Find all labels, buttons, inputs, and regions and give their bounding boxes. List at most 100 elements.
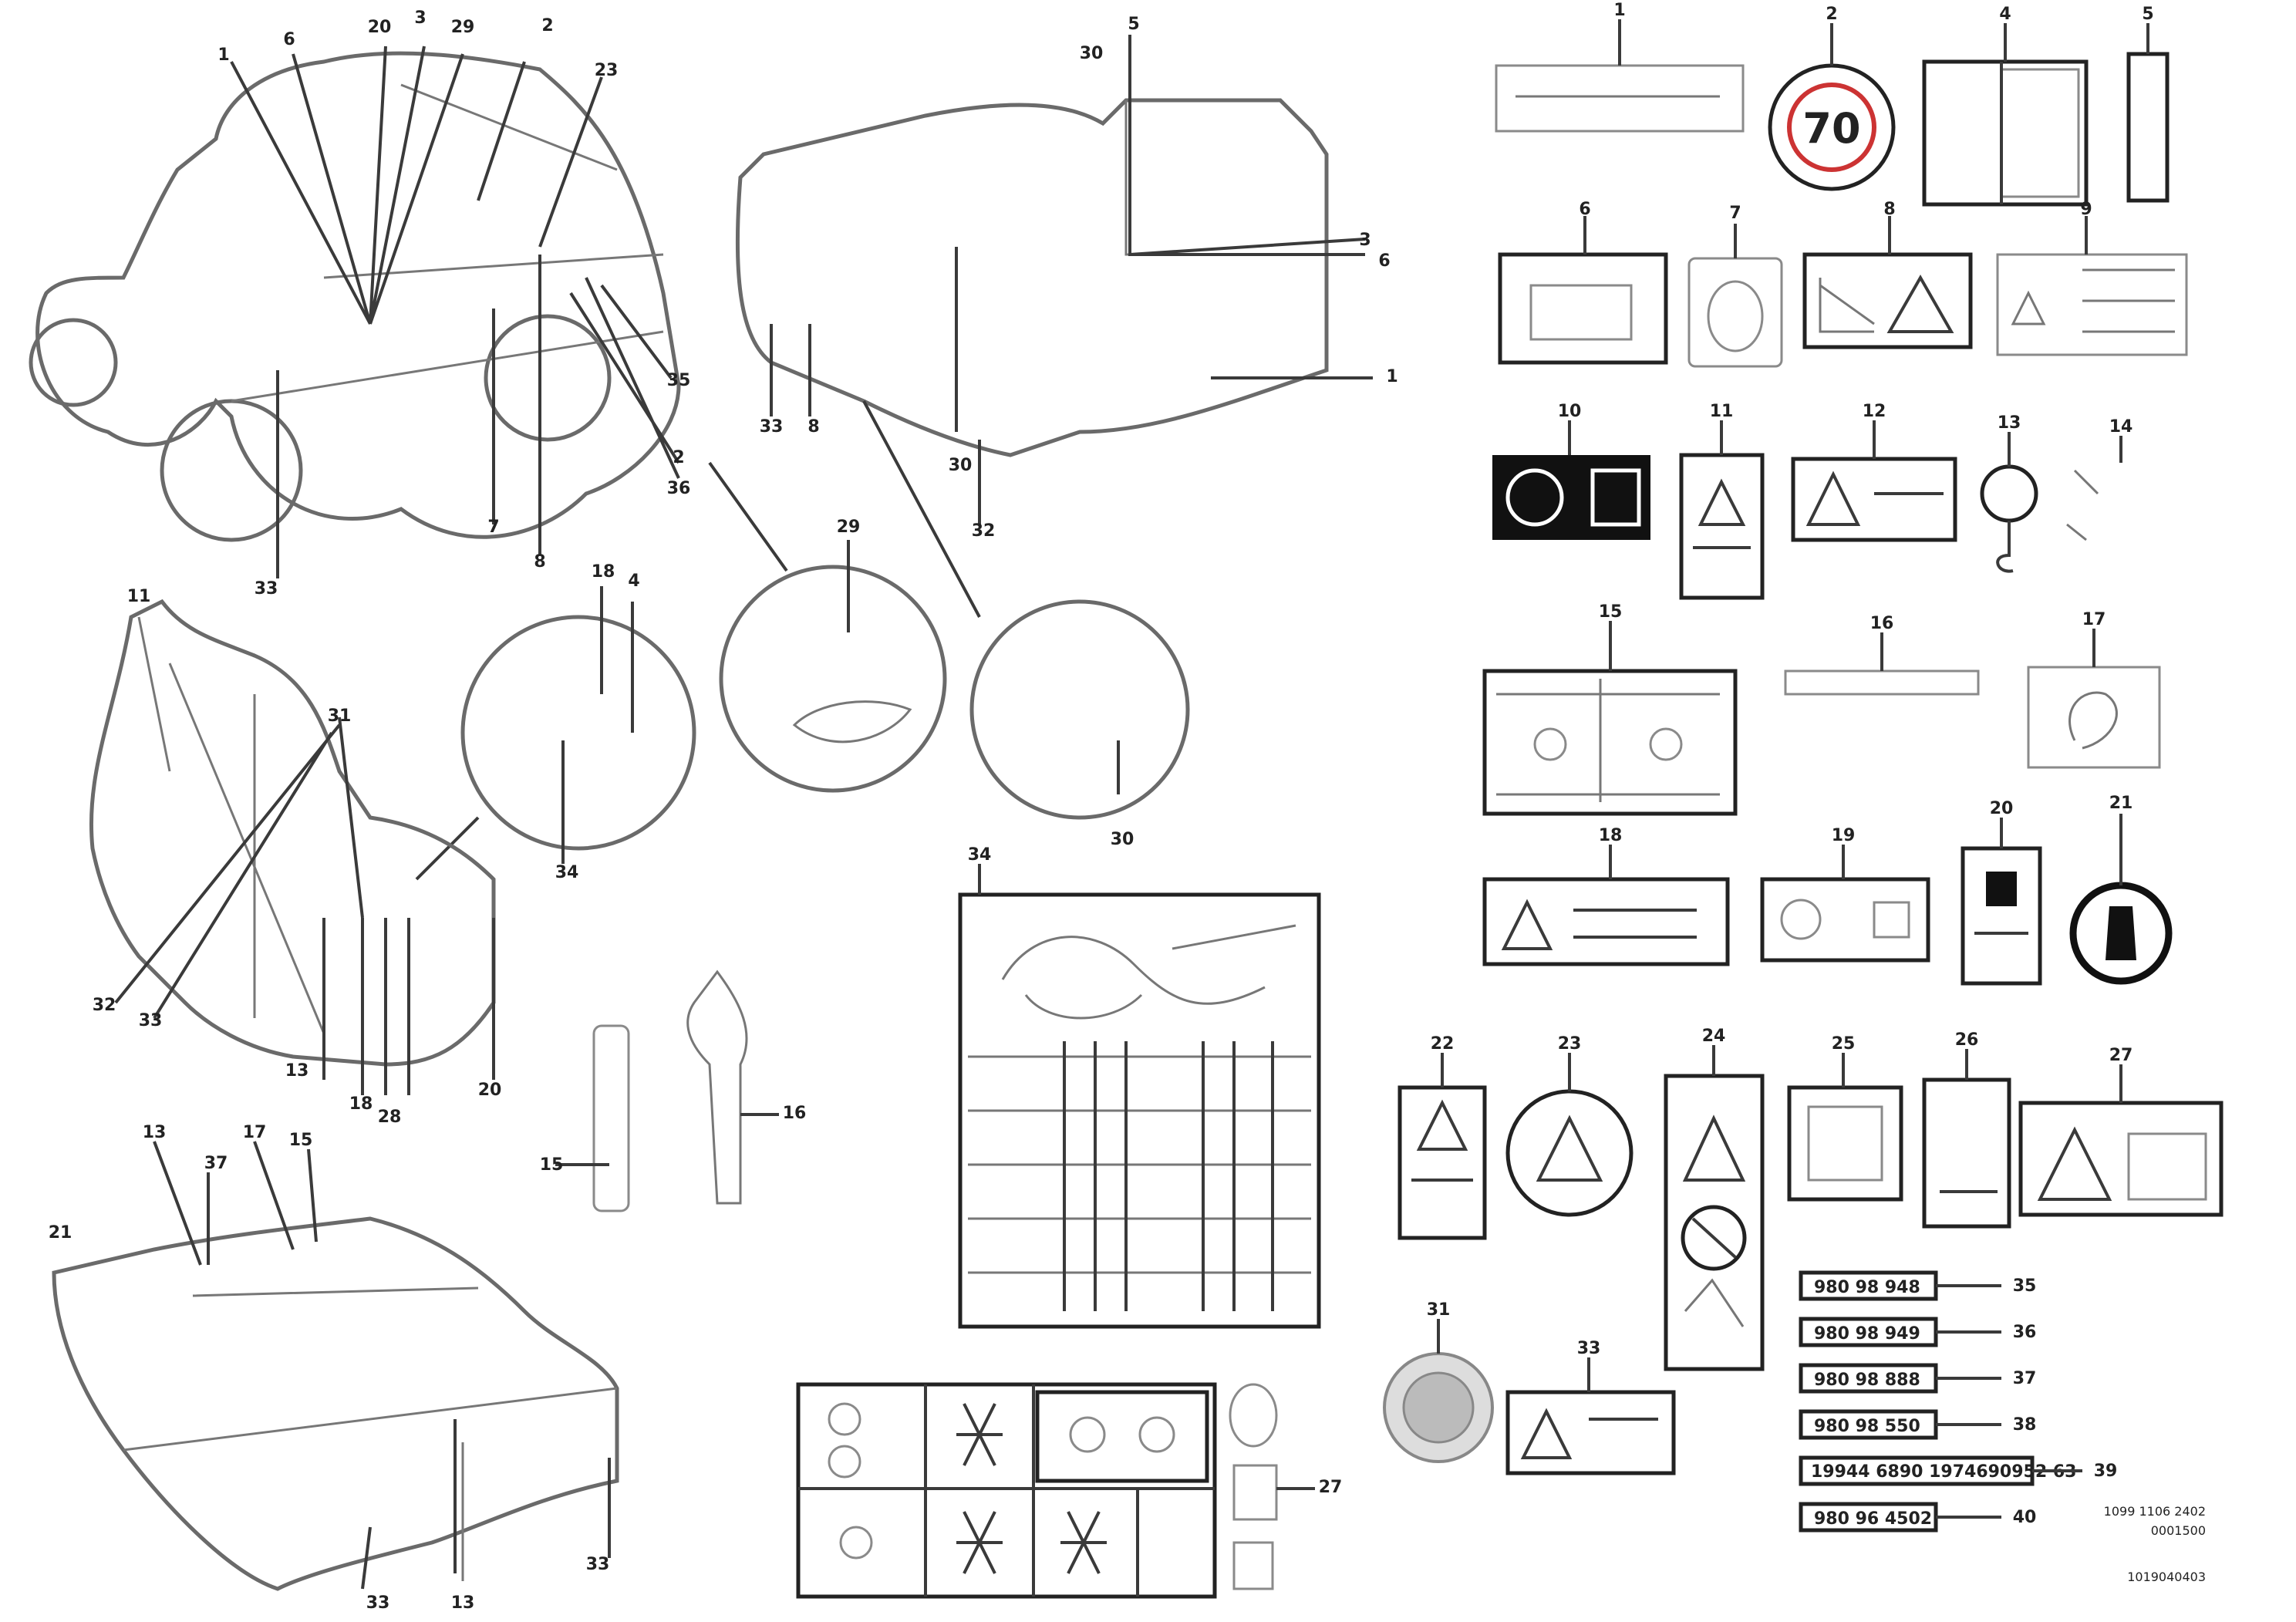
machine-view-top-left: 1 6 20 3 29 2 23 33 7 8 35 2 36 xyxy=(29,8,691,599)
svg-text:16: 16 xyxy=(783,1104,807,1123)
decal-31-round: 31 xyxy=(1383,1300,1494,1463)
svg-text:70: 70 xyxy=(1802,104,1860,153)
svg-text:4: 4 xyxy=(628,572,639,591)
svg-text:15: 15 xyxy=(1599,602,1623,622)
svg-text:9: 9 xyxy=(2080,200,2092,219)
decal-7: 7 xyxy=(1687,204,1783,368)
svg-text:23: 23 xyxy=(1558,1034,1582,1054)
svg-text:980 96 4502: 980 96 4502 xyxy=(1814,1509,1932,1529)
svg-text:5: 5 xyxy=(1128,15,1139,34)
decal-22: 22 xyxy=(1397,1034,1487,1240)
svg-text:37: 37 xyxy=(204,1154,228,1173)
decal-4: 4 xyxy=(1922,5,2089,207)
svg-text:33: 33 xyxy=(1577,1339,1601,1358)
svg-text:13: 13 xyxy=(1998,413,2021,433)
svg-text:7: 7 xyxy=(487,518,499,537)
svg-text:8: 8 xyxy=(807,417,819,437)
svg-text:40: 40 xyxy=(2013,1508,2037,1527)
svg-text:31: 31 xyxy=(328,706,352,726)
decal-9: 9 xyxy=(1996,200,2188,356)
part-row: 980 98 948 35 xyxy=(1799,1270,2037,1301)
svg-text:15: 15 xyxy=(540,1155,564,1175)
drawing-footer: 1099 1106 2402 0001500 1019040403 xyxy=(2104,1504,2206,1584)
svg-text:26: 26 xyxy=(1955,1030,1979,1050)
svg-text:33: 33 xyxy=(255,579,278,599)
svg-text:13: 13 xyxy=(143,1123,167,1142)
decal-13: 13 xyxy=(1980,413,2038,573)
svg-text:6: 6 xyxy=(283,30,295,49)
decal-catalog: 1 70 2 4 5 6 xyxy=(1383,1,2224,1475)
loose-parts: 15 16 xyxy=(540,969,807,1212)
decal-33: 33 xyxy=(1505,1339,1676,1475)
svg-text:30: 30 xyxy=(1111,830,1135,849)
decal-25: 25 xyxy=(1787,1034,1903,1202)
svg-text:2: 2 xyxy=(673,448,684,467)
svg-text:8: 8 xyxy=(1883,200,1895,219)
svg-text:980 98 949: 980 98 949 xyxy=(1814,1324,1920,1344)
decal-5: 5 xyxy=(2126,5,2170,203)
svg-text:39: 39 xyxy=(2094,1462,2118,1481)
svg-text:20: 20 xyxy=(478,1081,502,1100)
svg-text:34: 34 xyxy=(968,845,992,865)
svg-text:33: 33 xyxy=(139,1011,163,1030)
svg-text:7: 7 xyxy=(1729,204,1741,223)
svg-text:14: 14 xyxy=(2109,417,2133,437)
svg-text:24: 24 xyxy=(1702,1027,1726,1046)
decal-14: 14 xyxy=(2066,417,2133,541)
svg-text:980 98 948: 980 98 948 xyxy=(1814,1278,1920,1297)
detail-circles: 18 4 34 29 30 xyxy=(415,400,1190,882)
decal-27: 27 xyxy=(2018,1046,2224,1217)
decal-1: 1 xyxy=(1495,1,1745,133)
svg-text:27: 27 xyxy=(2109,1046,2133,1065)
svg-text:15: 15 xyxy=(289,1131,313,1150)
svg-text:36: 36 xyxy=(2013,1323,2037,1342)
svg-text:980 98 550: 980 98 550 xyxy=(1814,1417,1920,1436)
svg-text:16: 16 xyxy=(1870,614,1894,633)
decal-20: 20 xyxy=(1961,799,2042,986)
svg-text:2: 2 xyxy=(541,16,553,35)
svg-text:20: 20 xyxy=(368,18,392,37)
svg-text:22: 22 xyxy=(1431,1034,1455,1054)
svg-text:21: 21 xyxy=(2109,794,2133,813)
svg-text:37: 37 xyxy=(2013,1369,2037,1388)
decal-11: 11 xyxy=(1679,402,1765,600)
svg-text:36: 36 xyxy=(667,479,691,498)
svg-text:33: 33 xyxy=(760,417,784,437)
decal-2-speed: 70 2 xyxy=(1768,5,1896,191)
decal-26: 26 xyxy=(1922,1030,2011,1229)
svg-text:30: 30 xyxy=(1080,44,1104,63)
decal-6: 6 xyxy=(1498,200,1668,365)
svg-text:35: 35 xyxy=(2013,1276,2037,1296)
svg-text:0001500: 0001500 xyxy=(2151,1523,2206,1538)
svg-text:18: 18 xyxy=(1599,826,1623,845)
svg-text:17: 17 xyxy=(243,1123,267,1142)
part-number-list: 980 98 948 35 980 98 949 36 980 98 888 3… xyxy=(1799,1270,2118,1533)
part-row: 980 98 550 38 xyxy=(1799,1409,2036,1440)
part-row: 19944 6890 1974690952 63 39 xyxy=(1799,1455,2118,1486)
svg-text:35: 35 xyxy=(667,371,691,390)
svg-text:1: 1 xyxy=(217,46,229,65)
decal-16-strip: 16 xyxy=(1784,614,1980,696)
svg-text:11: 11 xyxy=(1710,402,1734,421)
svg-text:1: 1 xyxy=(1613,1,1625,20)
part-row: 980 98 949 36 xyxy=(1799,1317,2037,1347)
decal-24: 24 xyxy=(1664,1027,1765,1371)
svg-text:1019040403: 1019040403 xyxy=(2127,1570,2206,1584)
svg-text:30: 30 xyxy=(949,456,973,475)
machine-view-bottom-left: 13 37 17 15 21 13 33 33 xyxy=(49,1123,619,1613)
schematic-sheet: 34 xyxy=(958,845,1321,1329)
svg-text:6: 6 xyxy=(1579,200,1590,219)
svg-text:8: 8 xyxy=(534,552,545,572)
svg-text:2: 2 xyxy=(1826,5,1837,24)
decal-15: 15 xyxy=(1482,602,1738,816)
svg-text:3: 3 xyxy=(414,8,426,28)
svg-text:32: 32 xyxy=(93,996,116,1015)
machine-view-top-middle: 5 30 3 6 1 33 8 30 32 xyxy=(735,15,1398,541)
svg-text:3: 3 xyxy=(1359,231,1371,250)
svg-text:19: 19 xyxy=(1832,826,1856,845)
svg-text:11: 11 xyxy=(127,587,151,606)
svg-text:32: 32 xyxy=(972,521,996,541)
svg-text:980 98 888: 980 98 888 xyxy=(1814,1371,1920,1390)
svg-text:28: 28 xyxy=(378,1108,402,1127)
